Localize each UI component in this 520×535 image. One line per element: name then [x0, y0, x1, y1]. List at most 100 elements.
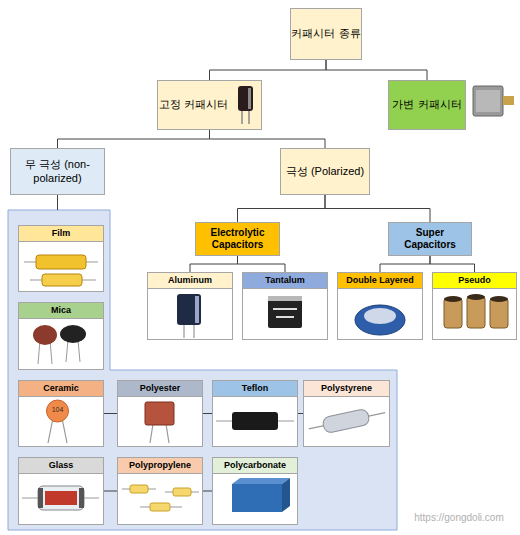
polystyrene-capacitor-icon: [322, 408, 370, 433]
double-layer-capacitor-icon: [364, 308, 396, 324]
tree-connector: [326, 60, 427, 80]
watermark: https://gongdoli.com: [400, 512, 518, 523]
type-card: Polypropylene: [117, 457, 203, 525]
polypropylene-capacitor-icon: [140, 507, 182, 508]
electrolytic-capacitor-icon: [248, 110, 250, 124]
electrolytic-capacitor-icon: [238, 86, 253, 124]
glass-capacitor-icon: [38, 486, 84, 510]
tree-connector: [210, 60, 327, 80]
leader-line: [57, 195, 58, 210]
electrolytic-capacitor-icon: [248, 88, 251, 109]
film-capacitor-icon: [30, 280, 96, 281]
aluminum-capacitor-icon: [177, 294, 201, 325]
tree-connector: [430, 256, 475, 272]
card-title: Aluminum: [148, 273, 232, 289]
type-card: Glass: [18, 457, 104, 525]
aluminum-capacitor-icon: [183, 324, 184, 338]
polypropylene-capacitor-icon: [122, 489, 156, 490]
polystyrene-capacitor-icon: [309, 413, 385, 429]
pseudo-capacitor-icon: [467, 294, 485, 300]
tree-connector: [238, 256, 286, 272]
film-capacitor-icon: [24, 262, 98, 263]
card-title: Double Layered: [338, 273, 422, 289]
glass-capacitor-icon: [22, 497, 99, 498]
tree-connector: [298, 413, 303, 414]
polyester-capacitor-icon: [145, 402, 174, 443]
box-label: Electrolytic Capacitors: [196, 227, 279, 251]
box-label: Super Capacitors: [389, 227, 471, 251]
type-card: Film: [18, 225, 104, 292]
polypropylene-capacitor-icon: [122, 485, 199, 511]
electrolytic-capacitor-icon: [238, 86, 253, 111]
type-card: Double Layered: [337, 272, 423, 340]
pseudo-capacitor-icon: [490, 296, 508, 302]
tree-connector: [325, 195, 430, 222]
card-title: Teflon: [213, 381, 297, 397]
film-capacitor-icon: [42, 274, 82, 286]
tree-connector: [58, 130, 210, 148]
aluminum-capacitor-icon: [193, 324, 194, 338]
tree-connector: [104, 413, 117, 414]
polystyrene-capacitor-icon: [307, 405, 387, 437]
variable-capacitor-icon: [473, 86, 514, 116]
tree-connector: [380, 256, 430, 272]
tantalum-capacitor-icon: [268, 296, 302, 301]
card-title: Ceramic: [19, 381, 103, 397]
card-title: Tantalum: [243, 273, 327, 289]
teflon-capacitor-icon: [232, 412, 278, 430]
tantalum-capacitor-icon: [273, 308, 297, 310]
glass-capacitor-icon: [38, 488, 43, 508]
tree-connector: [104, 491, 117, 492]
mica-capacitor-icon: [78, 340, 80, 362]
family-box: Electrolytic Capacitors: [195, 222, 280, 256]
pseudo-capacitor-icon: [444, 294, 508, 328]
pseudo-capacitor-icon: [490, 298, 508, 328]
polarity-box: 극성 (Polarized): [280, 148, 370, 195]
group-panel: [8, 210, 397, 530]
aluminum-capacitor-icon: [177, 294, 201, 338]
glass-capacitor-icon: [79, 488, 84, 508]
electrolytic-capacitor-icon: [241, 110, 243, 124]
ceramic-capacitor-icon: [47, 400, 69, 443]
card-title: Polyester: [118, 381, 202, 397]
type-card: Polystyrene: [303, 380, 390, 447]
box-label: 무 극성 (non-polarized): [11, 158, 104, 184]
mica-capacitor-icon: [33, 325, 57, 345]
category-box: 고정 커패시터: [157, 80, 262, 130]
type-card: Tantalum: [242, 272, 328, 340]
polarity-box: 무 극성 (non-polarized): [10, 148, 105, 195]
card-title: Polycarbonate: [213, 458, 297, 474]
double-layer-capacitor-icon: [355, 305, 405, 335]
card-title: Pseudo: [433, 273, 516, 289]
box-label: 커패시터 종류: [291, 27, 360, 40]
variable-capacitor-icon: [473, 86, 503, 116]
card-title: Glass: [19, 458, 103, 474]
type-card: Teflon: [212, 380, 298, 447]
box-label: 극성 (Polarized): [286, 165, 364, 178]
ceramic-capacitor-icon: [48, 418, 53, 443]
polycarbonate-capacitor-icon: [232, 478, 290, 484]
ceramic-capacitor-icon: [62, 418, 67, 443]
card-title: Film: [19, 226, 103, 242]
polypropylene-capacitor-icon: [165, 492, 199, 493]
box-label: 가변 커패시터: [392, 98, 461, 111]
type-card: Aluminum: [147, 272, 233, 340]
teflon-capacitor-icon: [216, 420, 294, 421]
polyester-capacitor-icon: [150, 424, 153, 443]
tree-connector: [203, 413, 212, 414]
mica-capacitor-icon: [50, 340, 52, 364]
tantalum-capacitor-icon: [268, 296, 302, 328]
category-box: 가변 커패시터: [388, 80, 466, 130]
pseudo-capacitor-icon: [467, 296, 485, 328]
type-card: Ceramic: [18, 380, 104, 447]
mica-capacitor-icon: [60, 325, 86, 343]
card-title: Mica: [19, 303, 103, 319]
ceramic-capacitor-icon: [47, 400, 69, 422]
tantalum-capacitor-icon: [268, 296, 302, 328]
variable-capacitor-icon: [503, 96, 514, 105]
tantalum-capacitor-icon: [276, 316, 294, 318]
variable-capacitor-icon: [476, 90, 500, 112]
